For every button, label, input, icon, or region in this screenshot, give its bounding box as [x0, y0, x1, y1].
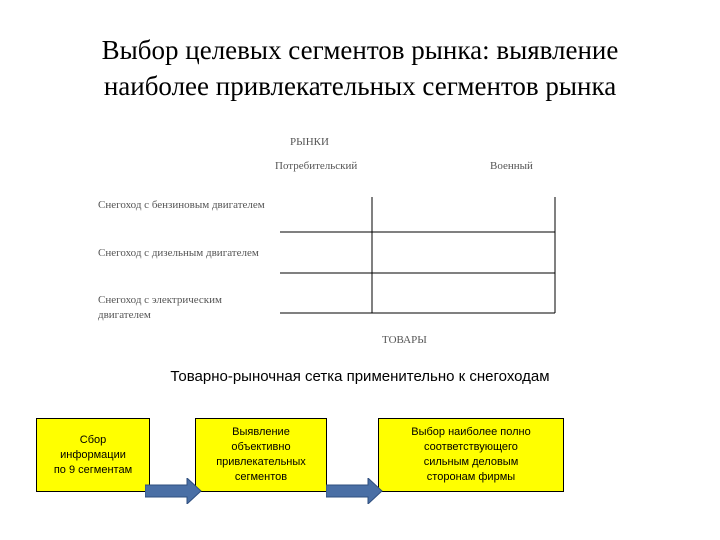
- goods-label: ТОВАРЫ: [382, 334, 427, 346]
- row-label-electric: Снегоход с электрическим двигателем: [98, 294, 222, 321]
- column-header-consumer: Потребительский: [275, 160, 358, 172]
- step-box-2: Выявление объективно привлекательных сег…: [195, 418, 327, 492]
- row-label-diesel: Снегоход с дизельным двигателем: [98, 247, 259, 259]
- arrow-right-icon: [326, 478, 383, 504]
- grid-caption: Товарно-рыночная сетка применительно к с…: [170, 368, 550, 385]
- markets-label: РЫНКИ: [290, 136, 329, 148]
- arrow-right-icon: [145, 478, 202, 504]
- column-header-military: Военный: [490, 160, 533, 172]
- title-line-2: наиболее привлекательных сегментов рынка: [103, 71, 617, 101]
- step-box-3: Выбор наиболее полно соответствующего си…: [378, 418, 564, 492]
- slide-title: Выбор целевых сегментов рынка: выявление…: [20, 32, 700, 104]
- row-label-gasoline: Снегоход с бензиновым двигателем: [98, 199, 265, 211]
- title-line-1: Выбор целевых сегментов рынка: выявление: [101, 35, 619, 65]
- step-box-1: Сбор информации по 9 сегментам: [36, 418, 150, 492]
